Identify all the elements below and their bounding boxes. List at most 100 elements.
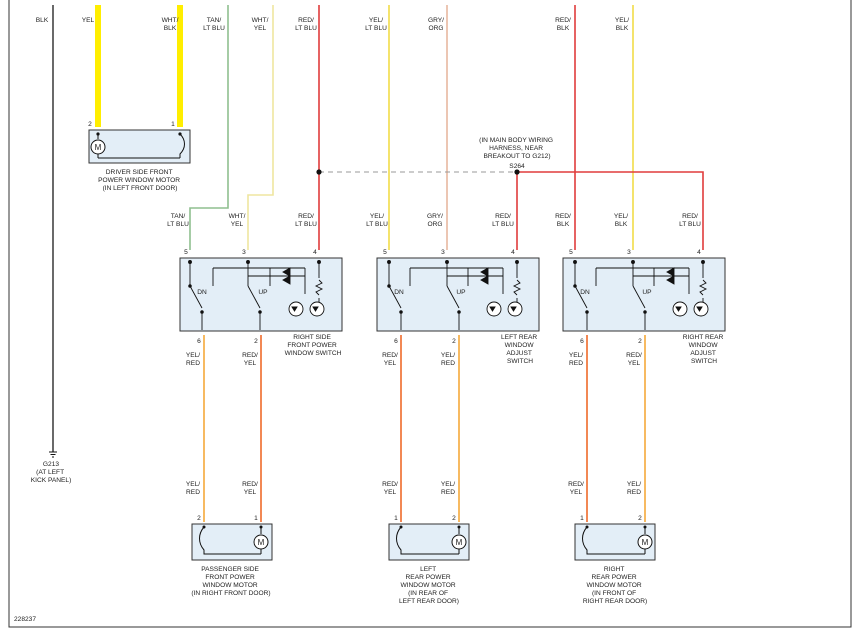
switch-rf-up-label: UP — [258, 289, 268, 296]
driver-motor-pin-left: 2 — [88, 121, 92, 128]
switch-lr-label-c: RED/LT BLU — [492, 213, 514, 228]
motor-pf-caption: PASSENGER SIDE FRONT POWER WINDOW MOTOR … — [191, 566, 270, 597]
switch-lr-label-b: GRY/ORG — [427, 213, 443, 228]
switch-rf-out-label-b: RED/YEL — [242, 352, 258, 367]
switch-rr-label-c: RED/LT BLU — [679, 213, 701, 228]
motor-lr-caption: LEFT REAR POWER WINDOW MOTOR (IN REAR OF… — [399, 566, 459, 605]
ground-g213: G213 (AT LEFT KICK PANEL) — [31, 451, 72, 484]
switch-rr-out-label-a: YEL/RED — [569, 352, 583, 367]
switch-lr-body — [376, 257, 540, 332]
wire-tan-ltblu — [189, 5, 229, 250]
motor-rr-pin-a: 1 — [580, 515, 584, 522]
motor-lr-pin-a: 1 — [394, 515, 398, 522]
switch-rr-dn-label: DN — [580, 289, 590, 296]
switch-rf-pin-6: 6 — [197, 338, 201, 345]
driver-motor-symbol: M — [95, 143, 102, 152]
top-wire-labels: BLK YEL WHT/BLK TAN/LT BLU WHT/YEL RED/L… — [36, 17, 630, 32]
limit-switch-icon — [179, 133, 185, 158]
motor-passenger-front: YEL/RED RED/YEL 2 1 M PASSENGER SIDE FRO… — [186, 481, 273, 597]
motor-rr-pin-b: 2 — [638, 515, 642, 522]
switch-rf-label-a: TAN/LT BLU — [167, 213, 189, 228]
switch-rf-pin-3: 3 — [242, 249, 246, 256]
splice-dot-s264 — [514, 169, 520, 175]
motor-rr-label-b: YEL/RED — [627, 481, 641, 496]
switch-rr-body — [562, 257, 726, 332]
limit-switch-icon — [199, 526, 261, 555]
switch-rf-dn-label: DN — [197, 289, 207, 296]
switch-lr-up-label: UP — [456, 289, 466, 296]
motor-lr-symbol: M — [456, 538, 463, 547]
splice-note: (IN MAIN BODY WIRING HARNESS, NEAR BREAK… — [479, 137, 555, 160]
switch-lr-pin-5: 5 — [383, 249, 387, 256]
switch-rf-out-label-a: YEL/RED — [186, 352, 200, 367]
switch-rr-pin-2: 2 — [638, 338, 642, 345]
motor-pf-symbol: M — [258, 538, 265, 547]
switch-lr-caption: LEFT REAR WINDOW ADJUST SWITCH — [501, 334, 539, 365]
motor-pf-label-b: RED/YEL — [242, 481, 258, 496]
switch-rf-body — [179, 257, 343, 332]
label-wht-yel: WHT/YEL — [252, 17, 269, 32]
switch-lr-pin-2: 2 — [452, 338, 456, 345]
switch-rf-label-c: RED/LT BLU — [295, 213, 317, 228]
motor-lr-pin-b: 2 — [452, 515, 456, 522]
motor-rr-symbol: M — [642, 538, 649, 547]
switch-rr-out-label-b: RED/YEL — [626, 352, 642, 367]
switch-lr-dn-label: DN — [394, 289, 404, 296]
label-blk: BLK — [36, 17, 49, 24]
switch-rr-up-label: UP — [642, 289, 652, 296]
diagram-frame — [8, 0, 852, 628]
switch-rf-pin-2: 2 — [254, 338, 258, 345]
wires — [52, 5, 704, 522]
motor-pf-label-a: YEL/RED — [186, 481, 200, 496]
label-wht-blk: WHT/BLK — [162, 17, 179, 32]
motor-rr-caption: RIGHT REAR POWER WINDOW MOTOR (IN FRONT … — [583, 566, 647, 605]
switch-right-front: TAN/LT BLU WHT/YEL RED/LT BLU 5 3 4 — [167, 213, 343, 367]
motor-pf-pin-a: 2 — [197, 515, 201, 522]
label-red-blk: RED/BLK — [555, 17, 571, 32]
switch-lr-out-label-b: YEL/RED — [441, 352, 455, 367]
motor-lr-label-a: RED/YEL — [382, 481, 398, 496]
driver-motor-caption: DRIVER SIDE FRONT POWER WINDOW MOTOR (IN… — [98, 169, 182, 192]
switch-rf-label-b: WHT/YEL — [229, 213, 246, 228]
switch-lr-pin-3: 3 — [441, 249, 445, 256]
splice-id: S264 — [509, 163, 525, 170]
driver-motor-pin-right: 1 — [171, 121, 175, 128]
switch-rr-label-b: YEL/BLK — [614, 213, 628, 228]
motor-pf-pin-b: 1 — [254, 515, 258, 522]
driver-window-motor: 2 1 M — [88, 121, 191, 164]
switch-lr-label-a: YEL/LT BLU — [366, 213, 388, 228]
switch-rf-pin-5: 5 — [184, 249, 188, 256]
switch-lr-out-label-a: RED/YEL — [382, 352, 398, 367]
switch-rr-caption: RIGHT REAR WINDOW ADJUST SWITCH — [683, 334, 725, 365]
limit-switch-icon — [396, 526, 459, 555]
label-yel: YEL — [82, 17, 95, 24]
switch-rr-pin-4: 4 — [697, 249, 701, 256]
motor-lr-label-b: YEL/RED — [441, 481, 455, 496]
switch-rr-internal — [573, 260, 709, 330]
label-yel-blk: YEL/BLK — [615, 17, 629, 32]
switch-rr-pin-5: 5 — [569, 249, 573, 256]
label-red-ltblu-1: RED/LT BLU — [295, 17, 317, 32]
switch-lr-internal — [387, 260, 523, 330]
switch-lr-pin-4: 4 — [511, 249, 515, 256]
switch-left-rear: YEL/LT BLU GRY/ORG RED/LT BLU 5 3 4 — [366, 213, 540, 367]
label-yel-ltblu: YEL/LT BLU — [365, 17, 387, 32]
motor-rr-label-a: RED/YEL — [568, 481, 584, 496]
switch-rf-caption: RIGHT SIDE FRONT POWER WINDOW SWITCH — [285, 334, 342, 357]
label-tan-ltblu: TAN/LT BLU — [203, 17, 225, 32]
ground-id: G213 — [43, 461, 59, 468]
switch-rr-label-a: RED/BLK — [555, 213, 571, 228]
switch-rf-pin-4: 4 — [313, 249, 317, 256]
figure-number: 228237 — [14, 616, 36, 623]
motor-right-rear: RED/YEL YEL/RED 1 2 M RIGHT REAR POWER W… — [568, 481, 656, 605]
label-gry-org: GRY/ORG — [428, 17, 444, 32]
ground-location: (AT LEFT KICK PANEL) — [31, 469, 72, 484]
switch-rr-pin-6: 6 — [580, 338, 584, 345]
splice-dot-left — [316, 169, 322, 175]
wire-splice-rr — [517, 171, 704, 250]
switch-lr-pin-6: 6 — [394, 338, 398, 345]
wire-wht-yel — [247, 5, 274, 250]
motor-left-rear: RED/YEL YEL/RED 1 2 M LEFT REAR POWER WI… — [382, 481, 470, 605]
limit-switch-icon — [582, 526, 645, 555]
